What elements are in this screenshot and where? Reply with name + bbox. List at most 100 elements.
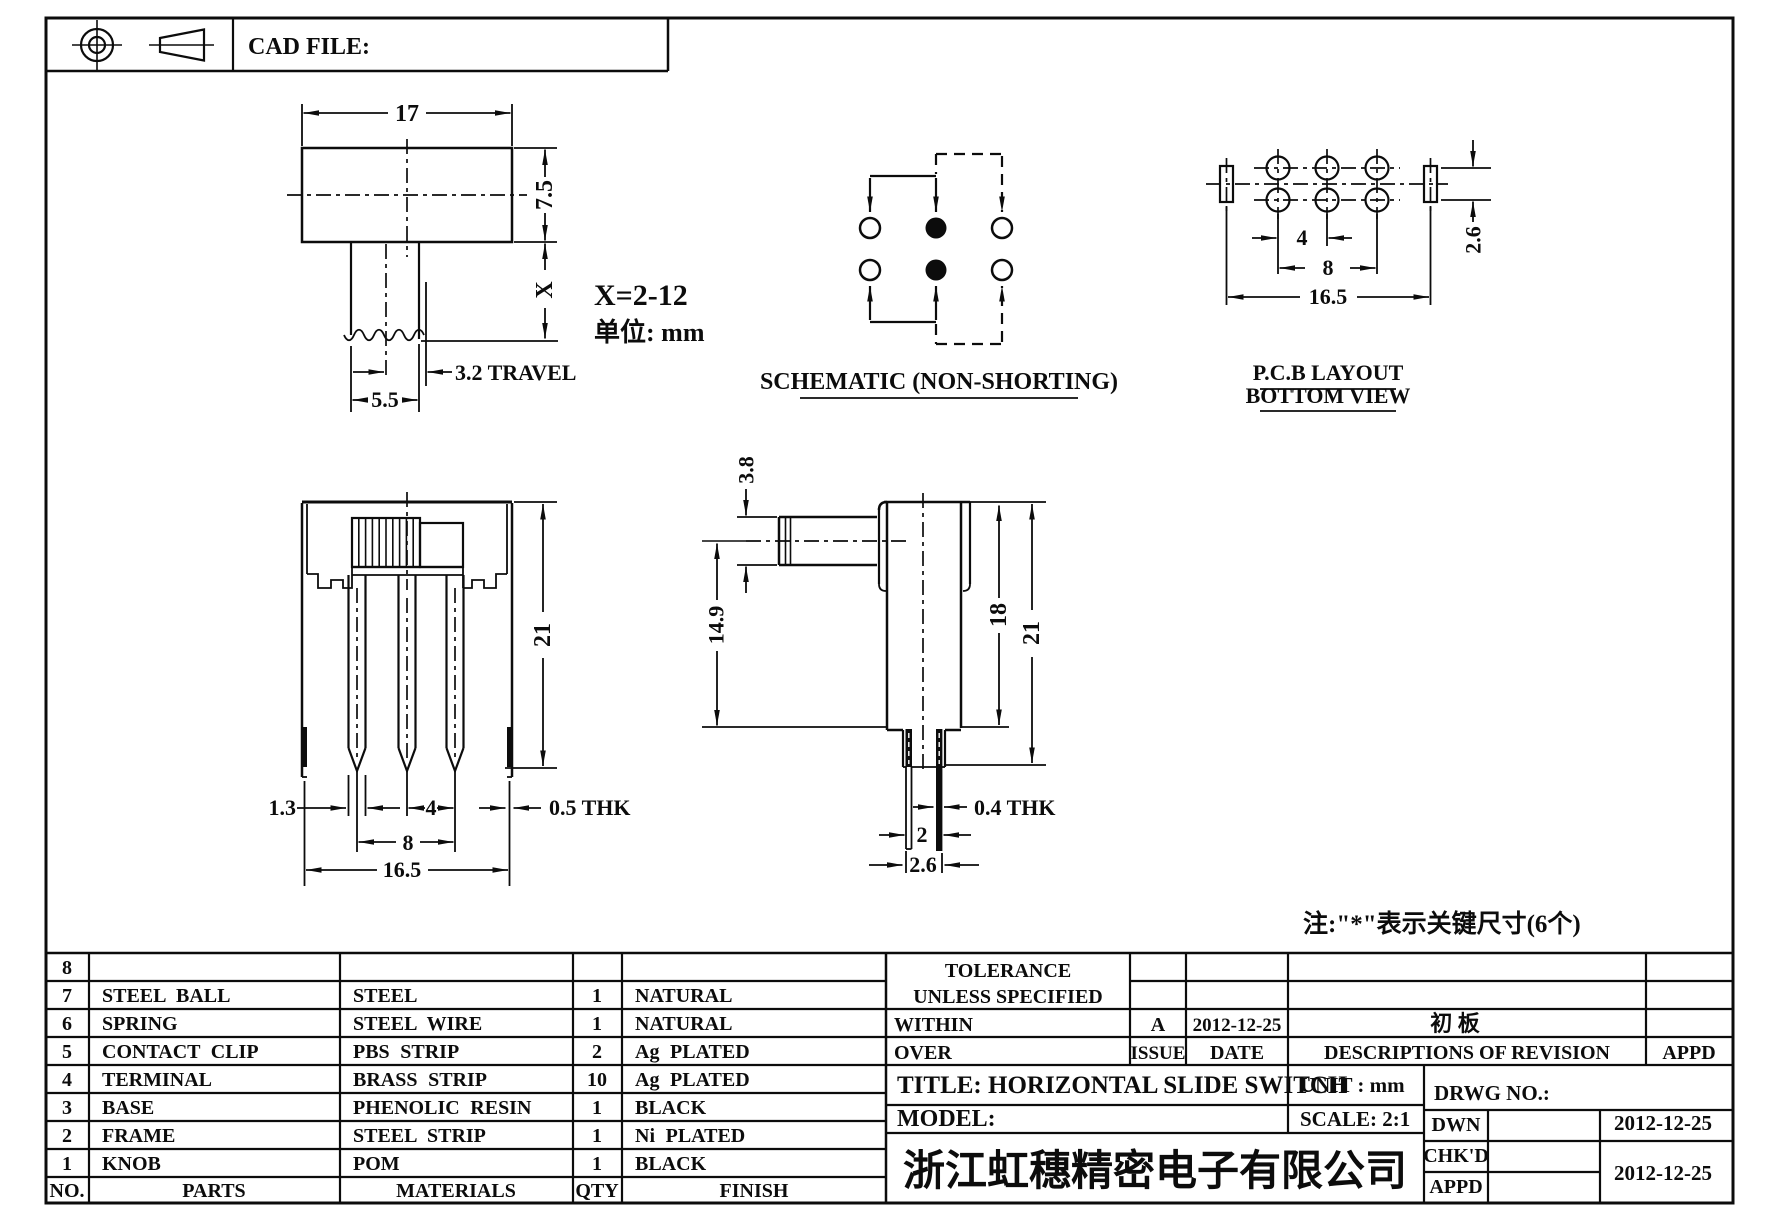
svg-text:浙江虹穗精密电子有限公司: 浙江虹穗精密电子有限公司	[903, 1148, 1407, 1195]
svg-text:1: 1	[592, 985, 602, 1007]
svg-text:STEEL BALL: STEEL BALL	[102, 985, 230, 1007]
pcb-dim-total: 16.5	[1309, 284, 1348, 309]
svg-text:ISSUE: ISSUE	[1131, 1043, 1186, 1064]
front-dim-thk: 0.5 THK	[549, 795, 631, 820]
svg-text:2012-12-25: 2012-12-25	[1614, 1111, 1712, 1135]
svg-text:TITLE: HORIZONTAL SLIDE SWITCH: TITLE: HORIZONTAL SLIDE SWITCH	[897, 1072, 1348, 1099]
svg-text:DRWG NO.:: DRWG NO.:	[1434, 1081, 1550, 1105]
dim-travel-label: 3.2 TRAVEL	[455, 360, 576, 385]
side-dim-thk: 0.4 THK	[974, 795, 1056, 820]
cone-view-symbol-icon	[149, 28, 214, 62]
svg-text:UNLESS SPECIFIED: UNLESS SPECIFIED	[913, 986, 1103, 1008]
svg-text:SCALE: 2:1: SCALE: 2:1	[1300, 1107, 1410, 1131]
svg-text:FRAME: FRAME	[102, 1125, 175, 1147]
svg-text:BLACK: BLACK	[635, 1097, 707, 1119]
svg-text:2012-12-25: 2012-12-25	[1614, 1161, 1712, 1185]
svg-text:Ag PLATED: Ag PLATED	[635, 1069, 750, 1091]
svg-text:CONTACT CLIP: CONTACT CLIP	[102, 1041, 259, 1063]
svg-text:APPD: APPD	[1662, 1042, 1715, 1064]
projection-symbol-icon	[72, 20, 122, 70]
svg-text:初 板: 初 板	[1430, 1011, 1481, 1036]
front-view: 21 1.3 4 0.5 THK 8 16.5	[269, 492, 631, 886]
side-dim-stem: 3.8	[734, 456, 759, 484]
side-view: 3.8 0.4 THK 2 2.6	[702, 456, 1056, 877]
svg-text:NATURAL: NATURAL	[635, 1013, 732, 1035]
svg-text:1: 1	[592, 1153, 602, 1175]
schematic-diagram: SCHEMATIC (NON-SHORTING)	[760, 152, 1118, 399]
svg-text:BASE: BASE	[102, 1097, 154, 1119]
svg-text:CHK'D: CHK'D	[1423, 1145, 1489, 1167]
front-dim-total: 16.5	[383, 857, 422, 882]
svg-text:POM: POM	[353, 1153, 400, 1175]
front-dim-pitch: 4	[426, 795, 437, 820]
svg-text:7: 7	[62, 985, 72, 1007]
title-block	[886, 953, 1733, 1203]
svg-text:KNOB: KNOB	[102, 1153, 161, 1175]
key-dimension-note: 注:"*"表示关键尺寸(6个)	[1303, 909, 1581, 938]
svg-text:3: 3	[62, 1097, 72, 1119]
svg-text:STEEL WIRE: STEEL WIRE	[353, 1013, 482, 1035]
svg-text:PBS STRIP: PBS STRIP	[353, 1041, 459, 1063]
svg-text:UNIT : mm: UNIT : mm	[1300, 1073, 1405, 1097]
side-dim-outer: 2.6	[909, 852, 937, 877]
svg-text:STEEL STRIP: STEEL STRIP	[353, 1125, 486, 1147]
svg-text:Ag PLATED: Ag PLATED	[635, 1041, 750, 1063]
terminals	[347, 575, 465, 775]
svg-text:1: 1	[592, 1125, 602, 1147]
unit-note: 单位: mm	[594, 317, 705, 347]
cad-file-label: CAD FILE:	[248, 34, 370, 60]
sheet-frame	[44, 16, 1735, 1205]
svg-text:OVER: OVER	[894, 1042, 952, 1064]
svg-text:Ni PLATED: Ni PLATED	[635, 1125, 745, 1147]
side-dim-body: 14.9	[704, 606, 729, 645]
knob-serration-lines	[357, 518, 415, 567]
svg-text:WITHIN: WITHIN	[894, 1014, 973, 1036]
knob-top-view: 17 7.5 X 3.2 TRAVEL 5.5 X=2-12 单位: mm	[287, 101, 705, 412]
svg-text:1: 1	[592, 1013, 602, 1035]
svg-text:APPD: APPD	[1429, 1176, 1482, 1198]
front-dim-leg: 1.3	[269, 795, 297, 820]
svg-text:TERMINAL: TERMINAL	[102, 1069, 212, 1091]
svg-text:5: 5	[62, 1041, 72, 1063]
svg-text:NO.: NO.	[50, 1180, 85, 1202]
pcb-dim-span: 8	[1323, 255, 1334, 280]
schematic-caption: SCHEMATIC (NON-SHORTING)	[760, 369, 1118, 395]
svg-text:1: 1	[592, 1097, 602, 1119]
side-dim-height: 21	[1019, 621, 1045, 645]
svg-text:PARTS: PARTS	[182, 1180, 245, 1202]
front-dim-height: 21	[530, 623, 556, 647]
side-dim-inner: 18	[986, 603, 1012, 627]
svg-text:DWN: DWN	[1432, 1114, 1481, 1136]
svg-text:MODEL:: MODEL:	[897, 1106, 996, 1132]
pcb-dim-pitch: 4	[1297, 225, 1308, 250]
x-range-note: X=2-12	[594, 279, 688, 312]
svg-text:DATE: DATE	[1210, 1042, 1264, 1064]
svg-text:10: 10	[587, 1069, 607, 1091]
svg-text:QTY: QTY	[575, 1180, 619, 1202]
pcb-caption-1: P.C.B LAYOUT	[1253, 360, 1404, 385]
front-dim-span: 8	[403, 830, 414, 855]
svg-text:BLACK: BLACK	[635, 1153, 707, 1175]
svg-text:2012-12-25: 2012-12-25	[1193, 1015, 1282, 1036]
svg-text:2: 2	[592, 1041, 602, 1063]
svg-text:4: 4	[62, 1069, 72, 1091]
svg-text:TOLERANCE: TOLERANCE	[945, 960, 1071, 982]
common-terminal-dot	[925, 217, 947, 239]
dim-height-label: 7.5	[532, 180, 558, 210]
parts-table-text: 8 7 STEEL BALL STEEL 1 NATURAL 6 SPRING …	[50, 957, 789, 1202]
svg-text:NATURAL: NATURAL	[635, 985, 732, 1007]
svg-text:A: A	[1151, 1014, 1166, 1036]
dim-stem-label: 5.5	[371, 387, 399, 412]
dim-x-label: X	[532, 281, 558, 299]
svg-text:PHENOLIC RESIN: PHENOLIC RESIN	[353, 1097, 532, 1119]
svg-text:DESCRIPTIONS OF REVISION: DESCRIPTIONS OF REVISION	[1324, 1042, 1611, 1064]
svg-text:FINISH: FINISH	[720, 1180, 789, 1202]
title-block-text: TOLERANCE UNLESS SPECIFIED WITHIN OVER A…	[894, 960, 1716, 1198]
dim-width-label: 17	[395, 101, 419, 127]
pcb-layout-view: 4 8 16.5 2.6 P.C.B LAYOUT BOTTOM VIEW	[1206, 140, 1491, 412]
pcb-dim-rows: 2.6	[1461, 226, 1486, 254]
svg-text:BRASS STRIP: BRASS STRIP	[353, 1069, 487, 1091]
pcb-caption-2: BOTTOM VIEW	[1246, 383, 1411, 408]
